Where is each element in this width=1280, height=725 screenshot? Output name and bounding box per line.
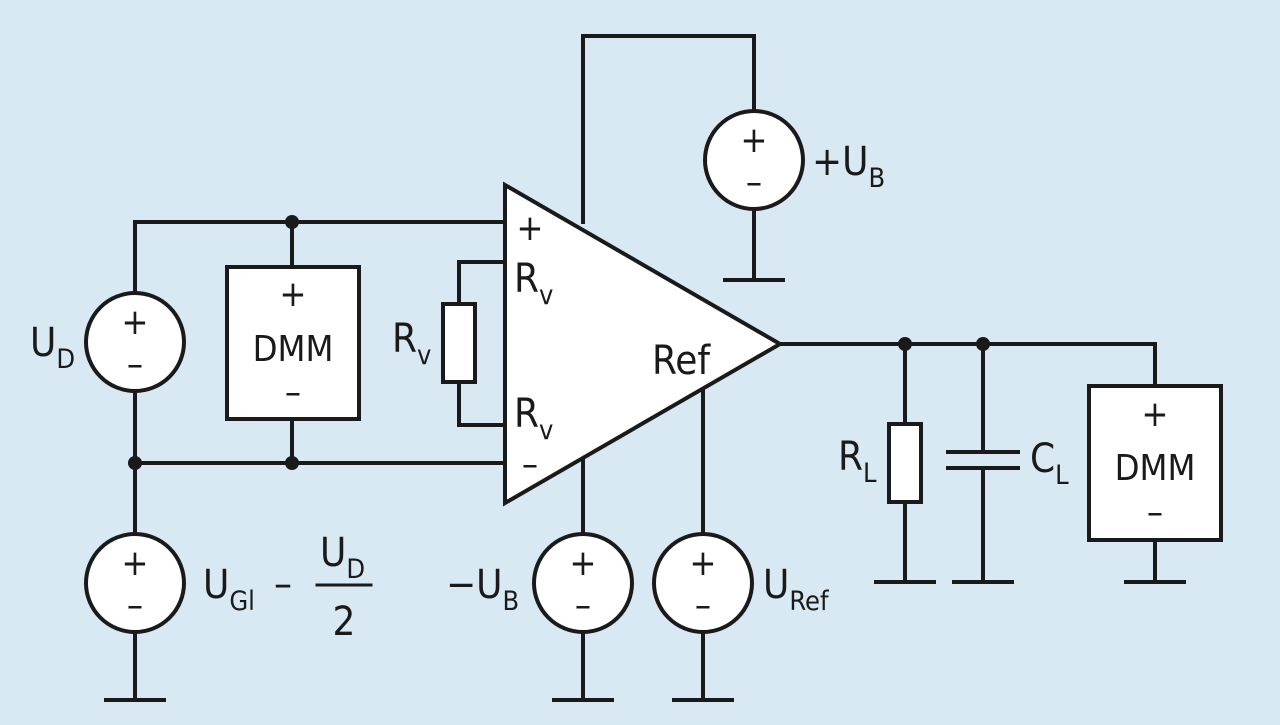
voltage-source-ub-neg-body xyxy=(532,532,634,634)
voltage-source-ub-pos-minus: – xyxy=(746,162,762,203)
wire-output xyxy=(778,342,1157,388)
opamp-minus-input-sign: – xyxy=(522,444,538,485)
junction-dot xyxy=(898,337,912,351)
voltage-source-ugl-minus-sign: – xyxy=(274,561,292,607)
voltage-source-ugl: + – UGl – UD 2 xyxy=(84,530,373,645)
opamp-plus-input-sign: + xyxy=(516,208,543,249)
rv-bottom-label: Rv xyxy=(514,391,553,446)
dmm-right-plus: + xyxy=(1141,394,1168,435)
voltage-source-ub-neg-minus: – xyxy=(575,585,591,626)
opamp-ref-label: Ref xyxy=(652,338,711,384)
dmm-left-minus: – xyxy=(285,372,301,413)
dmm-right: + DMM – xyxy=(1087,384,1223,542)
voltage-source-ugl-plus: + xyxy=(121,543,148,584)
resistor-rv: Rv xyxy=(392,302,477,384)
voltage-source-ud-plus: + xyxy=(121,302,148,343)
fraction-numerator: UD xyxy=(320,530,365,585)
dmm-left-body xyxy=(225,265,361,421)
junction-dot xyxy=(976,337,990,351)
voltage-source-ud-label: UD xyxy=(30,320,75,375)
voltage-source-uref-label: URef xyxy=(763,562,830,617)
resistor-rl: RL xyxy=(838,422,923,504)
dmm-right-label: DMM xyxy=(1115,448,1196,489)
resistor-rv-label: Rv xyxy=(392,316,431,371)
dmm-right-body xyxy=(1087,384,1223,542)
grounds xyxy=(104,278,1186,702)
voltage-source-ud-minus: – xyxy=(127,344,143,385)
voltage-source-ub-neg-plus: + xyxy=(569,543,596,584)
resistor-rl-label: RL xyxy=(838,434,877,489)
dmm-left: + DMM – xyxy=(225,265,361,421)
voltage-source-ub-neg-label: −UB xyxy=(446,562,519,617)
voltage-source-uref-plus: + xyxy=(689,543,716,584)
voltage-source-ugl-minus: – xyxy=(127,585,143,626)
dmm-left-label: DMM xyxy=(253,329,334,370)
junction-dot xyxy=(285,456,299,470)
rv-top-label: Rv xyxy=(514,256,553,311)
capacitor-cl-label: CL xyxy=(1030,436,1069,491)
voltage-source-uref-minus: – xyxy=(695,585,711,626)
voltage-source-ugl-body xyxy=(84,532,186,634)
voltage-source-ub-pos: + – +UB xyxy=(703,109,885,211)
voltage-source-ub-pos-plus: + xyxy=(740,120,767,161)
capacitor-cl: CL xyxy=(945,436,1069,491)
voltage-source-uref-body xyxy=(652,532,754,634)
capacitor-gap xyxy=(945,452,1021,468)
voltage-source-ud-body xyxy=(84,291,186,393)
voltage-source-ub-pos-body xyxy=(703,109,805,211)
junction-dot xyxy=(128,456,142,470)
voltage-source-ub-pos-label: +UB xyxy=(812,139,885,194)
dmm-right-minus: – xyxy=(1147,492,1163,533)
resistor-rv-body xyxy=(441,302,477,384)
opamp: + – Rv Rv Ref xyxy=(503,181,784,507)
fraction-denominator: 2 xyxy=(333,599,356,645)
resistor-rl-body xyxy=(887,422,923,504)
voltage-source-ud: + – UD xyxy=(30,291,186,393)
junction-dot xyxy=(285,215,299,229)
junctions xyxy=(128,215,990,470)
dmm-left-plus: + xyxy=(279,274,306,315)
voltage-source-uref: + – URef xyxy=(652,532,830,634)
opamp-triangle xyxy=(503,181,784,507)
voltage-source-ugl-label: UGl xyxy=(203,562,255,617)
voltage-source-ub-neg: + – −UB xyxy=(446,532,634,634)
